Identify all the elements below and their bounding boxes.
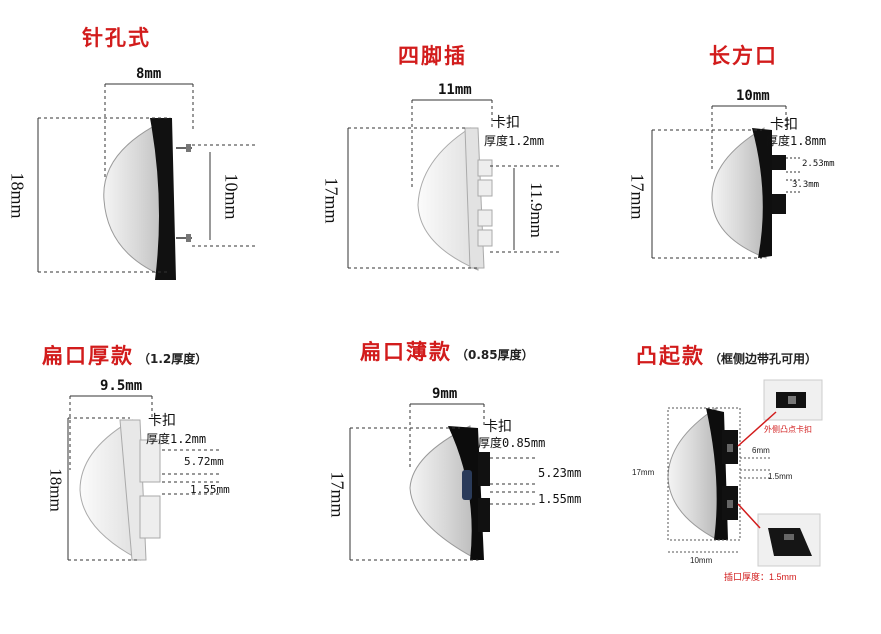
pin-spacing-label-pinhole: 10mm <box>221 173 242 220</box>
slot-label-flat-thick: 5.72mm <box>184 455 224 468</box>
slot-label-flat-thin: 5.23mm <box>538 466 582 480</box>
pad-flat-thin <box>409 425 490 561</box>
pad-raised <box>667 407 738 541</box>
height-label-four-leg: 17mm <box>321 177 342 224</box>
slot-gap-label-flat-thin: 1.55mm <box>538 492 582 506</box>
gap-label-four-leg: 11.9mm <box>526 182 546 238</box>
product-title-flat-thin: 扁口薄款（0.85厚度） <box>360 340 534 364</box>
dims-rectangular <box>651 105 800 259</box>
thickness-label-flat-thin: 厚度0.85mm <box>478 436 546 450</box>
dims-pinhole <box>37 83 258 273</box>
callout-text-raised-bottom: 插口厚度：1.5mm <box>724 572 797 582</box>
slot-gap-label-flat-thick: 1.55mm <box>190 483 230 496</box>
clip-label-flat-thin: 卡扣 <box>484 419 512 435</box>
height-label-pinhole: 18mm <box>7 172 28 219</box>
slot-label-raised: 6mm <box>752 446 770 455</box>
thickness-label-four-leg: 厚度1.2mm <box>484 134 545 148</box>
width-label-flat-thick: 9.5mm <box>100 378 143 394</box>
height-label-rectangular: 17mm <box>627 173 648 220</box>
product-note-flat-thin: （0.85厚度） <box>456 348 534 362</box>
height-label-raised: 17mm <box>632 468 655 477</box>
callout-text-raised-top: 外侧凸点卡扣 <box>764 425 812 434</box>
dims-flat-thin <box>349 403 536 561</box>
width-label-flat-thin: 9mm <box>432 386 458 402</box>
product-title-flat-thick: 扁口厚款（1.2厚度） <box>42 344 208 368</box>
pad-rectangular <box>711 127 786 259</box>
dims-flat-thick <box>67 395 220 561</box>
clip-label-four-leg: 卡扣 <box>492 115 520 131</box>
width-label-raised: 10mm <box>690 556 713 565</box>
width-label-four-leg: 11mm <box>438 82 472 98</box>
product-note-raised: （框侧边带孔可用） <box>709 352 818 366</box>
dims-raised <box>667 407 770 553</box>
product-title-four-leg: 四脚插 <box>398 44 467 68</box>
pad-flat-thick <box>79 419 161 561</box>
slot-gap-label-raised: 1.5mm <box>768 472 793 481</box>
width-label-pinhole: 8mm <box>136 66 162 82</box>
product-note-flat-thick: （1.2厚度） <box>138 352 208 366</box>
height-label-flat-thick: 18mm <box>46 468 66 512</box>
callout-raised-top <box>737 379 823 447</box>
width-label-rectangular: 10mm <box>736 88 770 104</box>
thickness-label-flat-thick: 厚度1.2mm <box>146 432 207 446</box>
product-title-pinhole: 针孔式 <box>82 26 151 50</box>
pad-pinhole <box>103 117 192 280</box>
dims-four-leg <box>347 99 560 269</box>
clip-label-flat-thick: 卡扣 <box>148 413 176 429</box>
slot-gap-label-rectangular: 3.3mm <box>792 180 820 190</box>
pad-four-leg <box>417 127 493 271</box>
callout-raised-bottom <box>737 503 821 567</box>
height-label-flat-thin: 17mm <box>327 471 348 518</box>
clip-label-rectangular: 卡扣 <box>770 117 798 133</box>
product-title-rectangular: 长方口 <box>709 44 778 68</box>
product-title-raised: 凸起款（框侧边带孔可用） <box>636 344 818 368</box>
thickness-label-rectangular: 厚度1.8mm <box>766 134 827 148</box>
slot-label-rectangular: 2.53mm <box>802 159 835 169</box>
